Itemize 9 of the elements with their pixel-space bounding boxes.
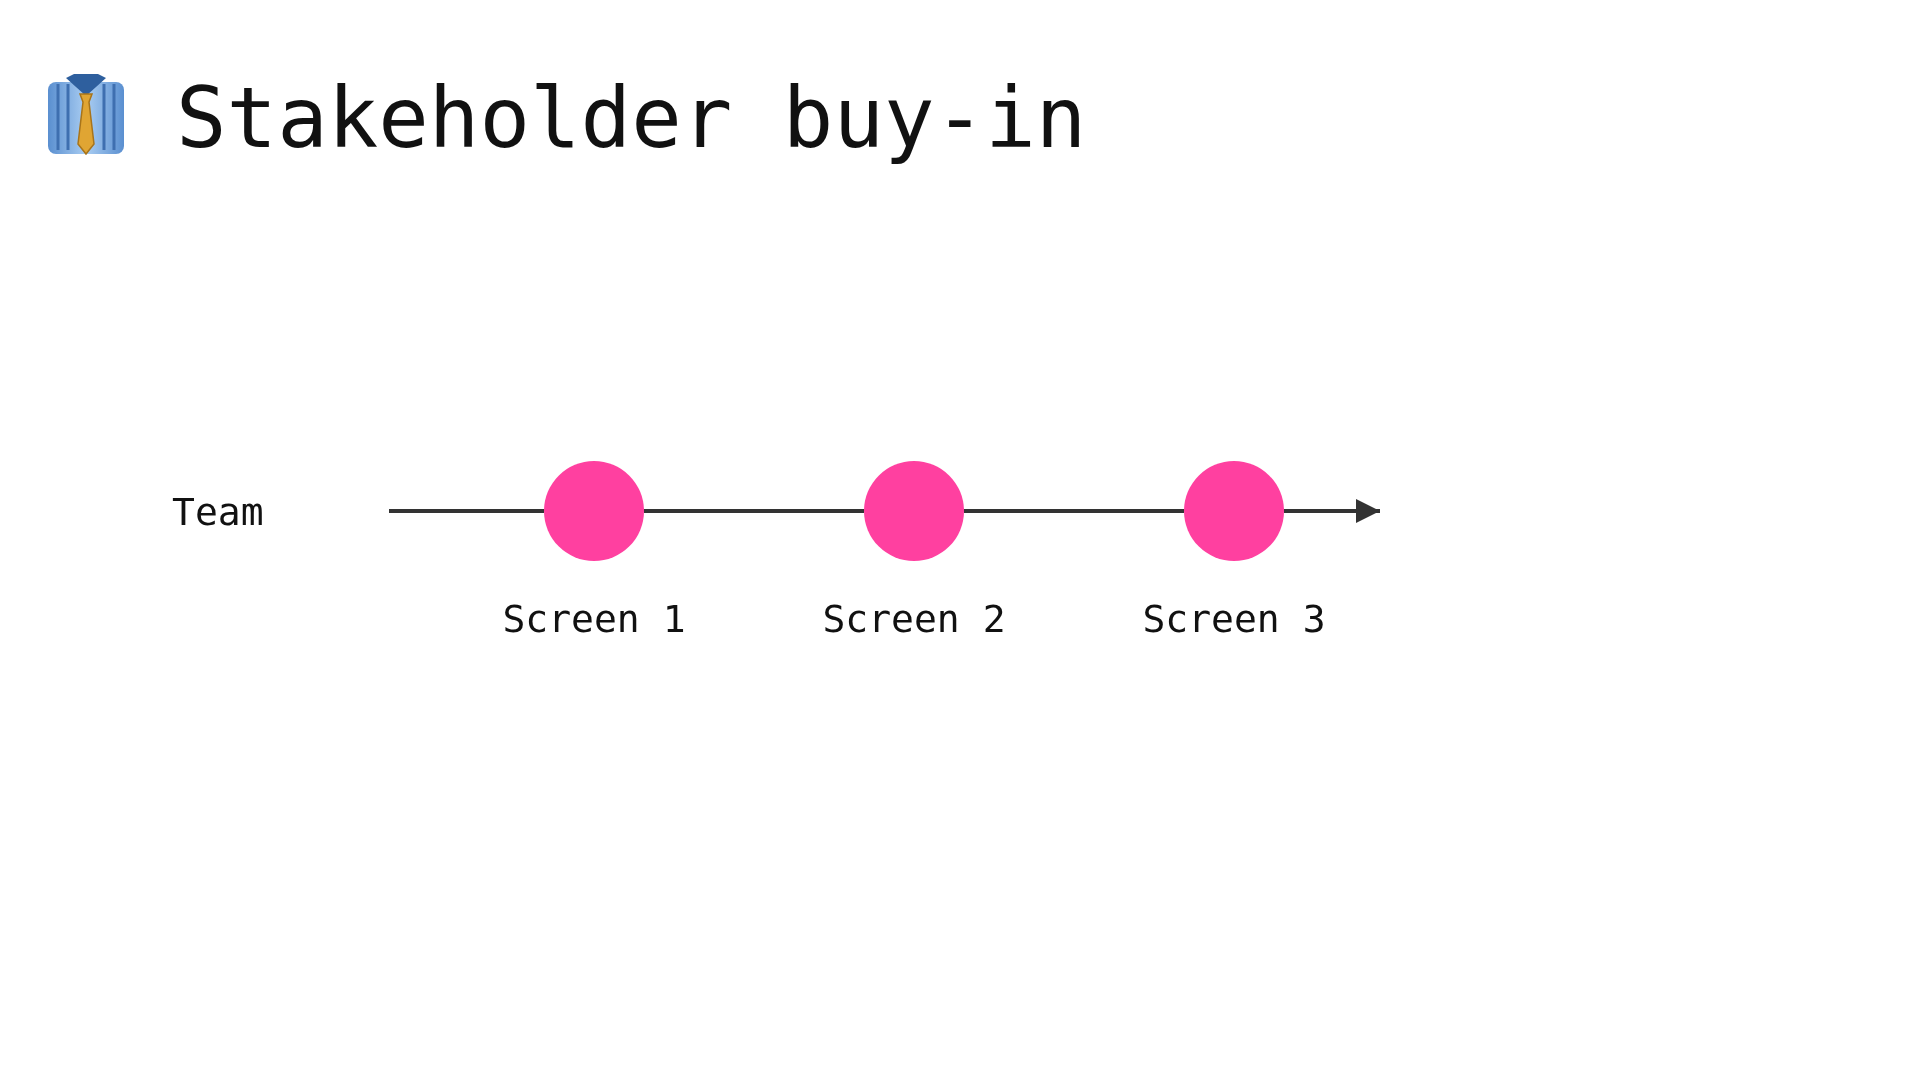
connector-line [389,509,544,513]
milestone-label: Screen 2 [821,597,1007,641]
milestone-label: Screen 3 [1141,597,1327,641]
title: Stakeholder buy-in [176,68,1087,168]
milestone-label: Screen 1 [501,597,687,641]
lane-label: Team [172,490,264,534]
connector-line [644,509,864,513]
arrow [1284,499,1380,523]
connector-line [964,509,1184,513]
